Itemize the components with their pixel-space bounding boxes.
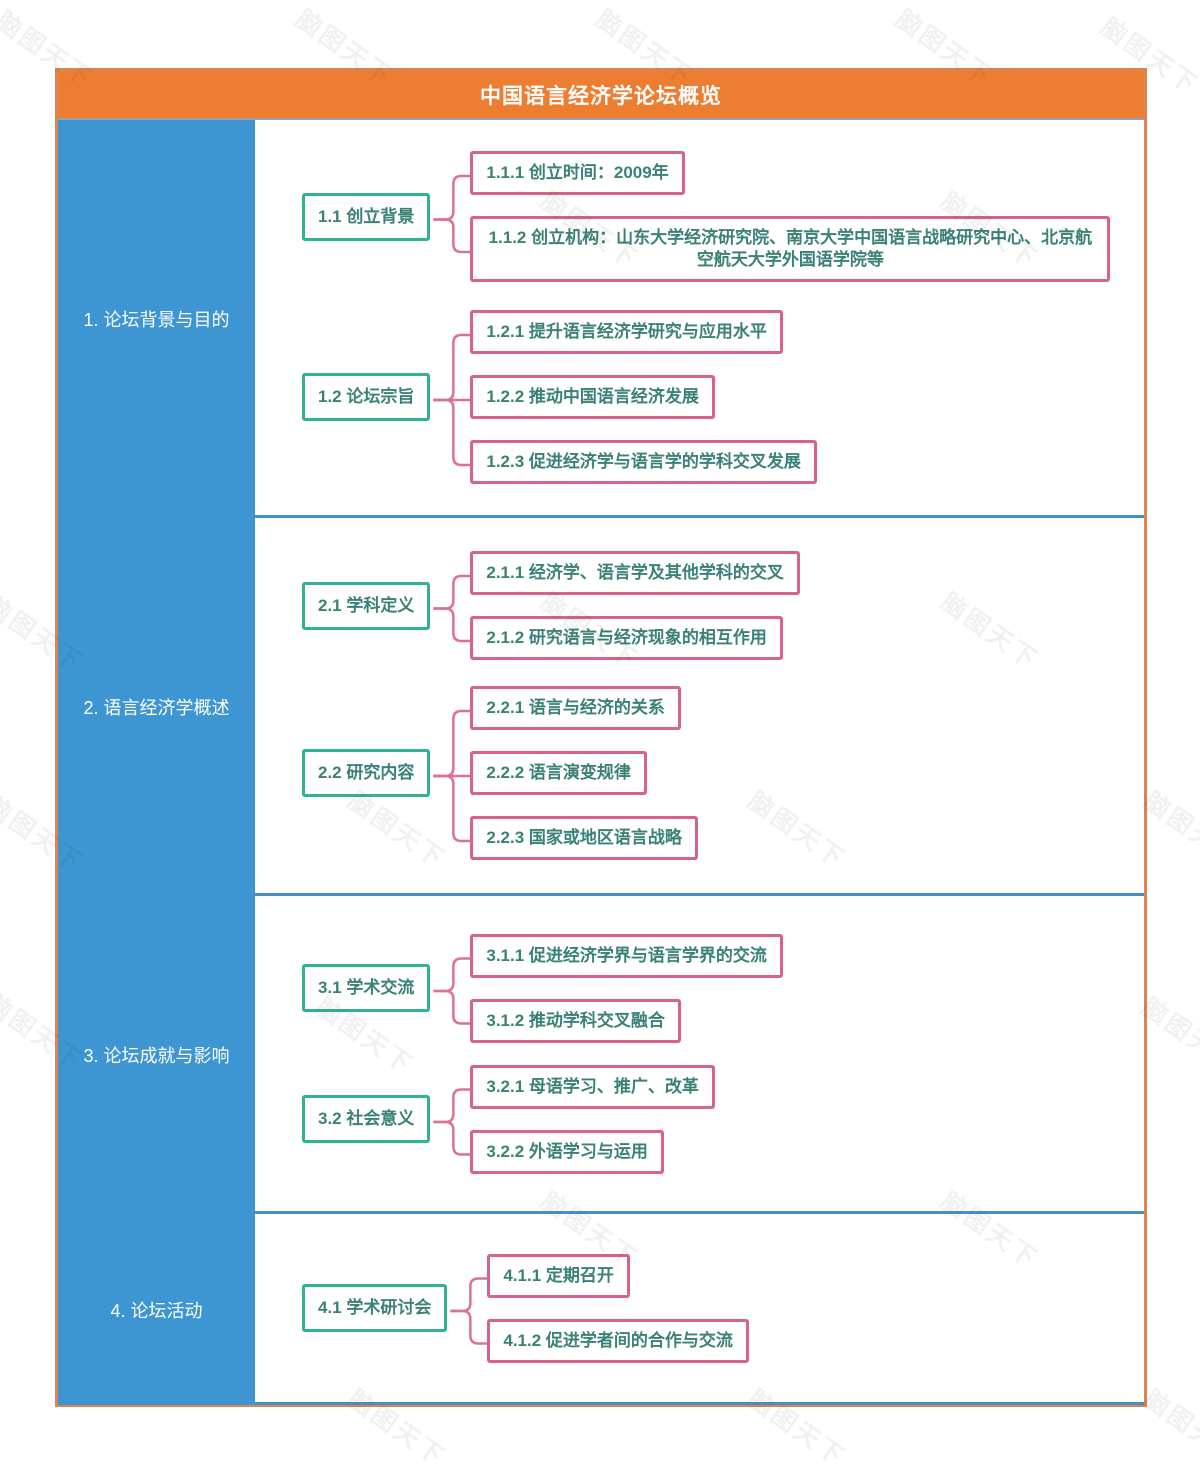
leaf-node[interactable]: 1.2.2 推动中国语言经济发展 [470, 375, 715, 419]
leaf-node[interactable]: 4.1.1 定期召开 [487, 1253, 630, 1298]
branch-node[interactable]: 3.1 学术交流 [302, 964, 431, 1012]
leaf-node[interactable]: 2.2.2 语言演变规律 [470, 751, 647, 795]
section-topic-node[interactable]: 3. 论坛成就与影响 [83, 1046, 230, 1066]
sidebar-section-cell: 1. 论坛背景与目的 [58, 120, 255, 518]
leaf-node[interactable]: 3.1.1 促进经济学界与语言学界的交流 [470, 933, 783, 978]
leaf-node[interactable]: 2.2.1 语言与经济的关系 [470, 686, 681, 730]
section-topic-node[interactable]: 2. 语言经济学概述 [83, 698, 230, 718]
branch-group: 1.2 论坛宗旨 1.2.1 提升语言经济学研究与应用水平 1.2.2 推动中国… [302, 310, 1144, 484]
leaf-node[interactable]: 2.1.1 经济学、语言学及其他学科的交叉 [470, 551, 800, 595]
branch-groups: 2.1 学科定义 2.1.1 经济学、语言学及其他学科的交叉 2.1.2 研究语… [302, 551, 1144, 860]
mindmap-frame: 中国语言经济学论坛概览 1. 论坛背景与目的 2. 语言经济学概述 3. 论坛成… [55, 68, 1147, 1407]
leaf-node[interactable]: 2.1.2 研究语言与经济现象的相互作用 [470, 616, 783, 660]
branch-group: 4.1 学术研讨会 4.1.1 定期召开 4.1.2 促进学者间的合作与交流 [302, 1253, 1144, 1363]
mindmap-section: 3.1 学术交流 3.1.1 促进经济学界与语言学界的交流 3.1.2 推动学科… [255, 896, 1144, 1214]
branch-group: 1.1 创立背景 1.1.1 创立时间：2009年 1.1.2 创立机构：山东大… [302, 151, 1144, 282]
section-topic-node[interactable]: 1. 论坛背景与目的 [83, 310, 230, 330]
branch-node[interactable]: 4.1 学术研讨会 [302, 1284, 448, 1332]
leaf-node[interactable]: 1.1.2 创立机构：山东大学经济研究院、南京大学中国语言战略研究中心、北京航空… [470, 216, 1111, 282]
branch-groups: 4.1 学术研讨会 4.1.1 定期召开 4.1.2 促进学者间的合作与交流 [302, 1253, 1144, 1363]
leaf-nodes: 1.1.1 创立时间：2009年 1.1.2 创立机构：山东大学经济研究院、南京… [470, 151, 1111, 282]
page-title: 中国语言经济学论坛概览 [480, 84, 722, 108]
section-topic-node[interactable]: 4. 论坛活动 [110, 1300, 203, 1321]
branch-node[interactable]: 2.1 学科定义 [302, 581, 431, 630]
sidebar-section-cell: 4. 论坛活动 [58, 1214, 255, 1405]
root-topic[interactable]: 中国语言经济学论坛概览 [58, 71, 1144, 120]
leaf-nodes: 3.2.1 母语学习、推广、改革 3.2.2 外语学习与运用 [470, 1064, 715, 1174]
leaf-nodes: 2.2.1 语言与经济的关系 2.2.2 语言演变规律 2.2.3 国家或地区语… [470, 686, 698, 860]
leaf-nodes: 2.1.1 经济学、语言学及其他学科的交叉 2.1.2 研究语言与经济现象的相互… [470, 551, 800, 660]
section-sidebar: 1. 论坛背景与目的 2. 语言经济学概述 3. 论坛成就与影响 4. 论坛活动 [58, 120, 255, 1405]
sidebar-section-cell: 2. 语言经济学概述 [58, 518, 255, 896]
leaf-nodes: 4.1.1 定期召开 4.1.2 促进学者间的合作与交流 [487, 1253, 749, 1363]
leaf-node[interactable]: 2.2.3 国家或地区语言战略 [470, 816, 698, 860]
branch-groups: 1.1 创立背景 1.1.1 创立时间：2009年 1.1.2 创立机构：山东大… [302, 151, 1144, 484]
branch-group: 2.2 研究内容 2.2.1 语言与经济的关系 2.2.2 语言演变规律 2.2… [302, 686, 1144, 860]
branch-group: 2.1 学科定义 2.1.1 经济学、语言学及其他学科的交叉 2.1.2 研究语… [302, 551, 1144, 660]
mindmap-content: 1.1 创立背景 1.1.1 创立时间：2009年 1.1.2 创立机构：山东大… [255, 120, 1144, 1405]
mindmap-section: 2.1 学科定义 2.1.1 经济学、语言学及其他学科的交叉 2.1.2 研究语… [255, 518, 1144, 896]
leaf-node[interactable]: 3.1.2 推动学科交叉融合 [470, 998, 681, 1043]
branch-node[interactable]: 1.1 创立背景 [302, 192, 431, 241]
branch-node[interactable]: 1.2 论坛宗旨 [302, 373, 431, 421]
mindmap-section: 1.1 创立背景 1.1.1 创立时间：2009年 1.1.2 创立机构：山东大… [255, 120, 1144, 518]
leaf-node[interactable]: 4.1.2 促进学者间的合作与交流 [487, 1318, 749, 1363]
leaf-node[interactable]: 3.2.1 母语学习、推广、改革 [470, 1064, 715, 1109]
leaf-nodes: 1.2.1 提升语言经济学研究与应用水平 1.2.2 推动中国语言经济发展 1.… [470, 310, 817, 484]
branch-group: 3.1 学术交流 3.1.1 促进经济学界与语言学界的交流 3.1.2 推动学科… [302, 933, 1144, 1043]
branch-node[interactable]: 3.2 社会意义 [302, 1095, 431, 1143]
leaf-node[interactable]: 3.2.2 外语学习与运用 [470, 1129, 664, 1174]
mindmap-body: 1. 论坛背景与目的 2. 语言经济学概述 3. 论坛成就与影响 4. 论坛活动… [58, 120, 1144, 1405]
branch-node[interactable]: 2.2 研究内容 [302, 749, 431, 797]
branch-groups: 3.1 学术交流 3.1.1 促进经济学界与语言学界的交流 3.1.2 推动学科… [302, 933, 1144, 1174]
mindmap-section: 4.1 学术研讨会 4.1.1 定期召开 4.1.2 促进学者间的合作与交流 [255, 1214, 1144, 1405]
branch-group: 3.2 社会意义 3.2.1 母语学习、推广、改革 3.2.2 外语学习与运用 [302, 1064, 1144, 1174]
leaf-node[interactable]: 1.1.1 创立时间：2009年 [470, 151, 685, 195]
leaf-node[interactable]: 1.2.1 提升语言经济学研究与应用水平 [470, 310, 783, 354]
sidebar-section-cell: 3. 论坛成就与影响 [58, 896, 255, 1214]
leaf-nodes: 3.1.1 促进经济学界与语言学界的交流 3.1.2 推动学科交叉融合 [470, 933, 783, 1043]
leaf-node[interactable]: 1.2.3 促进经济学与语言学的学科交叉发展 [470, 440, 817, 484]
